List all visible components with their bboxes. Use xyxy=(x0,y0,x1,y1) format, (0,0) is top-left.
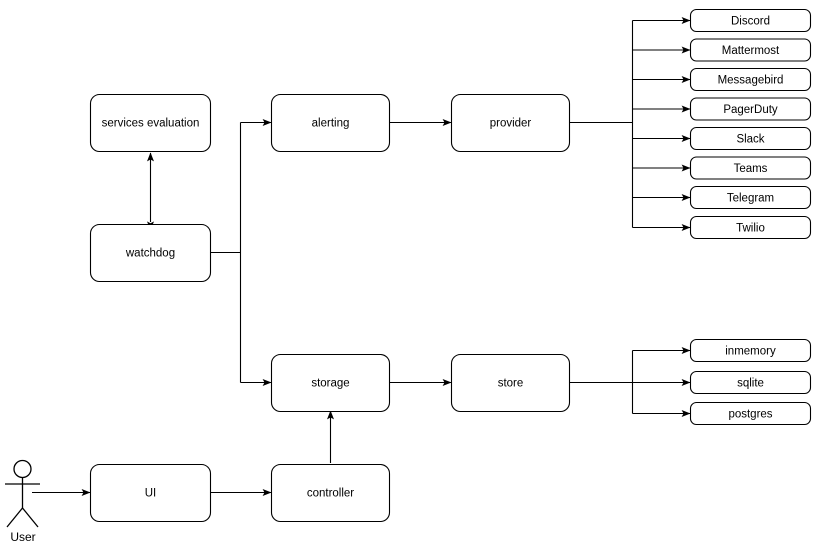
node-alerting[interactable]: alerting xyxy=(270,93,391,153)
leaf-postgres-shape[interactable] xyxy=(689,401,812,426)
leaf-teams-label: Teams xyxy=(734,163,768,175)
node-ui-label: UI xyxy=(145,488,157,500)
store-fanout-branches xyxy=(632,347,691,417)
actor-user[interactable]: User xyxy=(5,459,40,545)
leaf-teams-shape[interactable] xyxy=(689,156,812,180)
provider-fanout-branches xyxy=(632,17,691,231)
node-services-evaluation[interactable]: services evaluation xyxy=(89,93,212,153)
node-services-evaluation-label: services evaluation xyxy=(102,118,200,130)
leaf-twilio-shape[interactable] xyxy=(689,215,812,240)
leaf-telegram-label: Telegram xyxy=(727,193,774,205)
leaf-telegram-shape[interactable] xyxy=(689,185,812,210)
leaf-slack-label: Slack xyxy=(736,134,764,146)
node-store-label: store xyxy=(498,378,524,390)
node-controller[interactable]: controller xyxy=(270,463,391,523)
leaf-pagerduty-shape[interactable] xyxy=(689,97,812,121)
leaf-slack-shape[interactable] xyxy=(689,126,812,151)
leaf-pagerduty-label: PagerDuty xyxy=(723,104,778,116)
node-controller-label: controller xyxy=(307,488,354,500)
node-ui[interactable]: UI xyxy=(89,463,212,523)
leaf-twilio-label: Twilio xyxy=(736,223,765,235)
node-watchdog-label: watchdog xyxy=(125,248,175,260)
leaf-slack[interactable]: Slack xyxy=(689,126,812,151)
node-storage-shape[interactable] xyxy=(270,353,391,413)
node-storage-label: storage xyxy=(311,378,349,390)
node-provider[interactable]: provider xyxy=(450,93,571,153)
store-implementation-list: inmemory sqlite postgres xyxy=(689,338,812,426)
leaf-messagebird-shape[interactable] xyxy=(689,67,812,92)
node-services-evaluation-shape[interactable] xyxy=(89,93,212,153)
node-provider-label: provider xyxy=(490,118,532,130)
leaf-inmemory-shape[interactable] xyxy=(689,338,812,363)
node-alerting-shape[interactable] xyxy=(270,93,391,153)
leaf-inmemory[interactable]: inmemory xyxy=(689,338,812,363)
leaf-mattermost-shape[interactable] xyxy=(689,38,812,62)
leaf-postgres[interactable]: postgres xyxy=(689,401,812,426)
leaf-discord-label: Discord xyxy=(731,16,770,28)
leaf-sqlite-label: sqlite xyxy=(737,378,764,390)
node-storage[interactable]: storage xyxy=(270,353,391,413)
leaf-messagebird-label: Messagebird xyxy=(718,75,784,87)
leaf-pagerduty[interactable]: PagerDuty xyxy=(689,97,812,121)
leaf-teams[interactable]: Teams xyxy=(689,156,812,180)
actor-user-head-icon xyxy=(13,459,32,479)
provider-implementation-list: Discord Mattermost Messagebird PagerDuty… xyxy=(689,8,812,240)
leaf-sqlite[interactable]: sqlite xyxy=(689,370,812,395)
leaf-mattermost-label: Mattermost xyxy=(722,45,780,57)
leaf-postgres-label: postgres xyxy=(728,409,772,421)
node-store-shape[interactable] xyxy=(450,353,571,413)
node-alerting-label: alerting xyxy=(312,118,350,130)
actor-user-label: User xyxy=(10,530,35,544)
leaf-messagebird[interactable]: Messagebird xyxy=(689,67,812,92)
actor-user-leg-right xyxy=(21,507,39,528)
leaf-discord[interactable]: Discord xyxy=(689,8,812,33)
leaf-mattermost[interactable]: Mattermost xyxy=(689,38,812,62)
leaf-discord-shape[interactable] xyxy=(689,8,812,33)
leaf-inmemory-label: inmemory xyxy=(725,346,776,358)
node-provider-shape[interactable] xyxy=(450,93,571,153)
leaf-telegram[interactable]: Telegram xyxy=(689,185,812,210)
leaf-sqlite-shape[interactable] xyxy=(689,370,812,395)
node-store[interactable]: store xyxy=(450,353,571,413)
node-ui-shape[interactable] xyxy=(89,463,212,523)
actor-user-leg-left xyxy=(6,507,24,528)
node-watchdog[interactable]: watchdog xyxy=(89,223,212,283)
node-watchdog-shape[interactable] xyxy=(89,223,212,283)
node-controller-shape[interactable] xyxy=(270,463,391,523)
leaf-twilio[interactable]: Twilio xyxy=(689,215,812,240)
